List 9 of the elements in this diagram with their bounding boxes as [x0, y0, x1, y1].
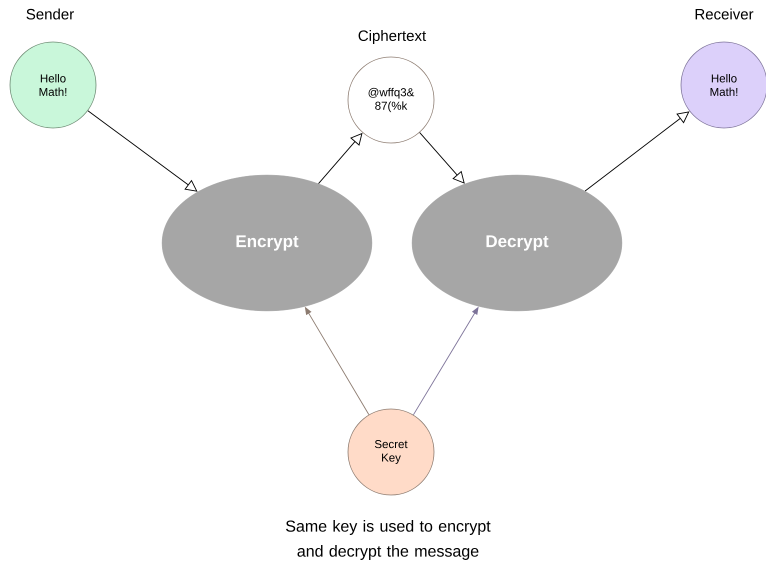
node-heading: Ciphertext: [358, 30, 426, 44]
node-heading: Sender: [26, 8, 74, 20]
arrow: [584, 111, 690, 192]
circle-node: Hello Math!: [10, 42, 96, 128]
circle-node: @wffq3& 87(%k: [348, 56, 434, 144]
node-heading: Receiver: [696, 8, 754, 20]
circle-node: Hello Math!: [680, 42, 766, 128]
caption: Same key is used to encrypt and decrypt the message: [286, 520, 491, 560]
circle-node: Secret Key: [348, 408, 434, 496]
